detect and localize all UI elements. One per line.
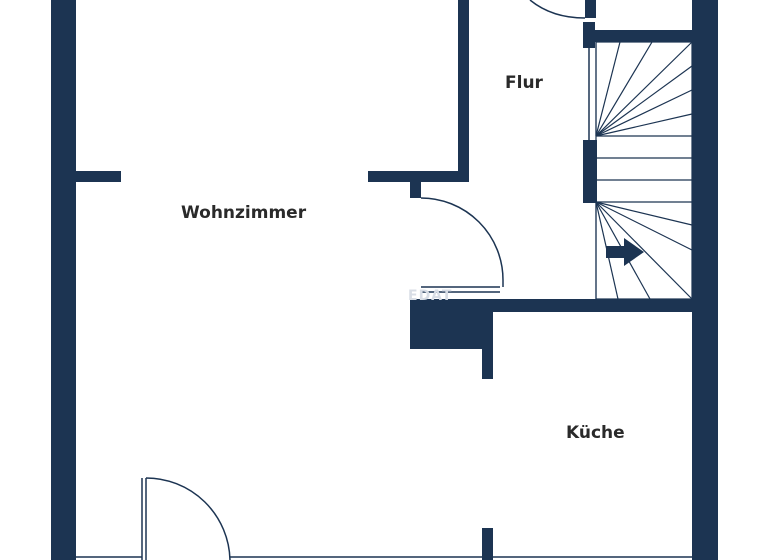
wall-column-block xyxy=(410,299,493,349)
stair-step xyxy=(595,201,693,300)
outer-wall-left xyxy=(51,0,76,560)
stair-step xyxy=(595,201,693,226)
stair-step xyxy=(595,89,693,137)
room-label-flur: Flur xyxy=(505,73,543,93)
wall-upper-room-right xyxy=(458,0,469,182)
wall-stub-left xyxy=(76,171,121,182)
wall-door-jamb xyxy=(410,182,421,198)
stair-step xyxy=(595,113,693,137)
staircase xyxy=(595,41,693,300)
stair-step xyxy=(595,201,693,251)
stair-outline xyxy=(595,41,693,300)
stair-step xyxy=(595,41,653,137)
stair-step xyxy=(595,65,693,137)
door-swing-bottom xyxy=(145,477,231,560)
door-swing-top xyxy=(529,0,586,19)
wall-kitchen-bottom-stub xyxy=(482,528,493,560)
wall-stair-mid xyxy=(583,140,597,203)
thin-lines xyxy=(76,0,692,560)
wall-kitchen-top xyxy=(482,299,692,312)
stair-step xyxy=(595,41,621,137)
wall-top-hall xyxy=(585,0,596,18)
wall-kitchen-left xyxy=(482,299,493,379)
door-swing-hall xyxy=(420,197,504,281)
wall-stair-top xyxy=(583,30,692,42)
room-label-wohnzimmer: Wohnzimmer xyxy=(181,203,307,223)
stair-step xyxy=(595,41,693,137)
room-label-kueche: Küche xyxy=(566,423,625,443)
outer-walls xyxy=(51,0,718,560)
wall-upper-room-bottom xyxy=(368,171,469,182)
outer-wall-right xyxy=(692,0,718,560)
interior-walls xyxy=(76,0,692,560)
stair-arrow-icon xyxy=(606,238,644,266)
watermark-text: EDAT xyxy=(408,288,453,304)
